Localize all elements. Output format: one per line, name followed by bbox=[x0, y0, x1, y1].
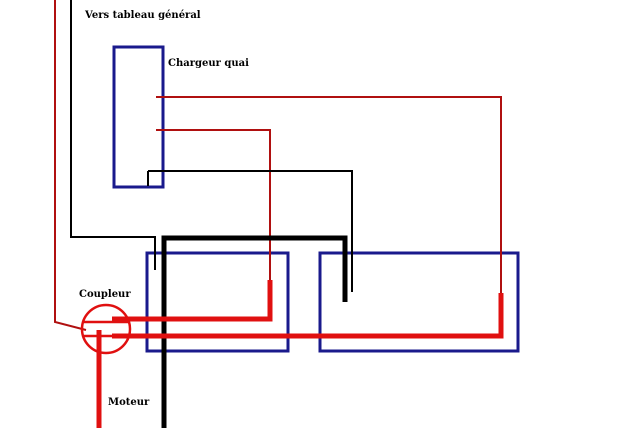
black-wire-charger bbox=[148, 170, 353, 292]
label-coupleur: Coupleur bbox=[79, 289, 131, 300]
red-wire-tableau bbox=[54, 0, 87, 331]
label-chargeur-quai: Chargeur quai bbox=[168, 58, 249, 69]
label-vers-tableau-general: Vers tableau général bbox=[84, 10, 201, 21]
charger-box bbox=[112, 45, 165, 189]
coupler-circle bbox=[80, 303, 132, 355]
thick-black-wire bbox=[161, 235, 348, 428]
label-moteur: Moteur bbox=[108, 397, 150, 408]
red-wire-charger-to-right-battery bbox=[156, 96, 502, 293]
red-wire-charger-to-left-battery bbox=[156, 129, 271, 280]
battery-box-right bbox=[318, 251, 520, 353]
thick-red-wire-left-battery bbox=[112, 280, 273, 322]
battery-box-left bbox=[145, 251, 290, 353]
black-wire-tableau bbox=[70, 0, 156, 270]
thick-red-wire-right-battery bbox=[112, 293, 504, 339]
